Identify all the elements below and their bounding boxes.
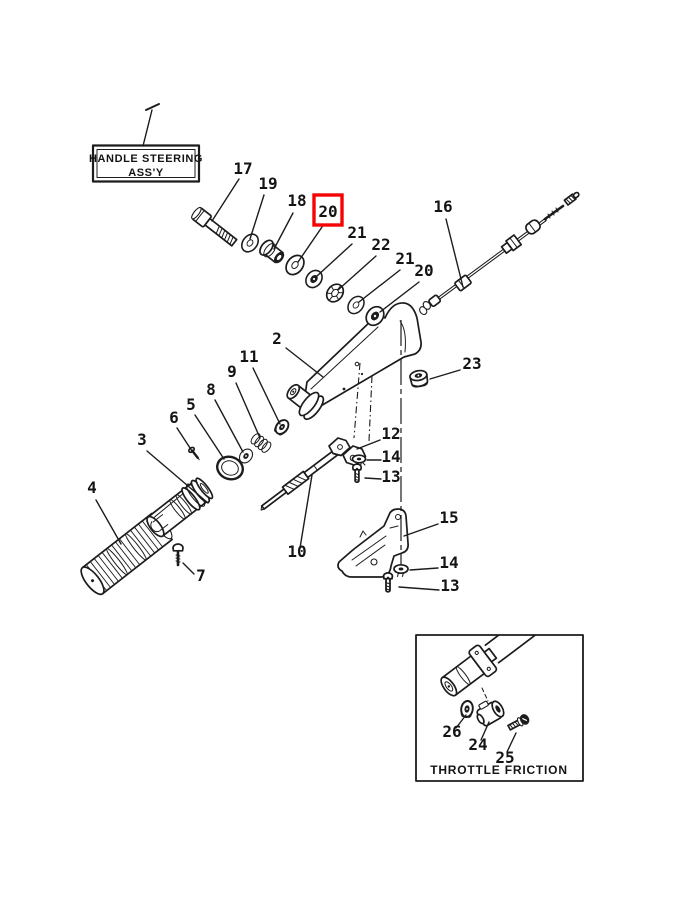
callout-10[interactable]: 10 bbox=[287, 542, 306, 561]
part-bolt bbox=[191, 206, 238, 247]
callout-21b[interactable]: 21 bbox=[395, 249, 414, 268]
part-nut-11 bbox=[271, 416, 293, 438]
callout-17[interactable]: 17 bbox=[233, 159, 252, 178]
part-screw-13a bbox=[351, 463, 363, 483]
part-handle-body bbox=[286, 302, 422, 421]
title-box-line1: HANDLE STEERING bbox=[89, 153, 203, 165]
inset-shaft bbox=[440, 635, 546, 697]
callout-18[interactable]: 18 bbox=[287, 191, 306, 210]
highlight-box bbox=[312, 193, 344, 227]
leader-lines bbox=[95, 178, 517, 753]
callout-14a[interactable]: 14 bbox=[381, 447, 400, 466]
callout-9[interactable]: 9 bbox=[227, 362, 237, 381]
callout-12[interactable]: 12 bbox=[381, 424, 400, 443]
part-washer-14a bbox=[351, 454, 367, 467]
callout-23[interactable]: 23 bbox=[462, 354, 481, 373]
callout-26[interactable]: 26 bbox=[442, 722, 461, 741]
callout-14b[interactable]: 14 bbox=[439, 553, 458, 572]
callout-7[interactable]: 7 bbox=[196, 566, 206, 585]
inset-nut-26 bbox=[459, 699, 475, 719]
callout-21a[interactable]: 21 bbox=[347, 223, 366, 242]
inset-friction-block bbox=[476, 700, 505, 727]
cable-threaded-tip bbox=[563, 191, 580, 206]
part-washer-21b bbox=[343, 292, 369, 318]
part-screw-7 bbox=[172, 543, 184, 567]
callout-19[interactable]: 19 bbox=[258, 174, 277, 193]
callout-4[interactable]: 4 bbox=[87, 478, 97, 497]
callout-15[interactable]: 15 bbox=[439, 508, 458, 527]
part-throttle-tube bbox=[146, 477, 214, 538]
callout-2[interactable]: 2 bbox=[272, 329, 282, 348]
callouts: 17 19 18 20 21 22 21 20 16 2 23 11 9 8 5… bbox=[87, 159, 514, 767]
part-screw-13b bbox=[382, 572, 394, 593]
title-box-line2: ASS'Y bbox=[128, 167, 164, 179]
callout-24[interactable]: 24 bbox=[468, 735, 487, 754]
inset-screw-25 bbox=[507, 714, 530, 731]
inset-caption: THROTTLE FRICTION bbox=[430, 763, 568, 777]
assembly-centerlines bbox=[353, 320, 402, 566]
part-washer-14b bbox=[393, 563, 409, 577]
callout-25[interactable]: 25 bbox=[495, 748, 514, 767]
callout-16[interactable]: 16 bbox=[433, 197, 452, 216]
part-washer-19 bbox=[237, 230, 263, 256]
callout-5[interactable]: 5 bbox=[186, 395, 196, 414]
inset-throttle-friction: THROTTLE FRICTION bbox=[415, 634, 584, 782]
callout-20-highlighted[interactable]: 20 bbox=[318, 202, 337, 221]
title-box: HANDLE STEERING ASS'Y bbox=[89, 103, 203, 183]
callout-13b[interactable]: 13 bbox=[440, 576, 459, 595]
part-ring-5 bbox=[216, 455, 244, 481]
part-washer-20a bbox=[281, 251, 309, 279]
callout-3[interactable]: 3 bbox=[137, 430, 147, 449]
callout-8[interactable]: 8 bbox=[206, 380, 216, 399]
callout-22[interactable]: 22 bbox=[371, 235, 390, 254]
callout-11[interactable]: 11 bbox=[239, 347, 258, 366]
part-spring bbox=[250, 433, 272, 453]
part-bushing bbox=[259, 239, 285, 264]
callout-20b[interactable]: 20 bbox=[414, 261, 433, 280]
part-steering-cable bbox=[419, 191, 580, 316]
part-nut-23 bbox=[409, 369, 429, 388]
callout-6[interactable]: 6 bbox=[169, 408, 179, 427]
callout-13a[interactable]: 13 bbox=[381, 467, 400, 486]
part-bracket-lower bbox=[337, 508, 409, 578]
